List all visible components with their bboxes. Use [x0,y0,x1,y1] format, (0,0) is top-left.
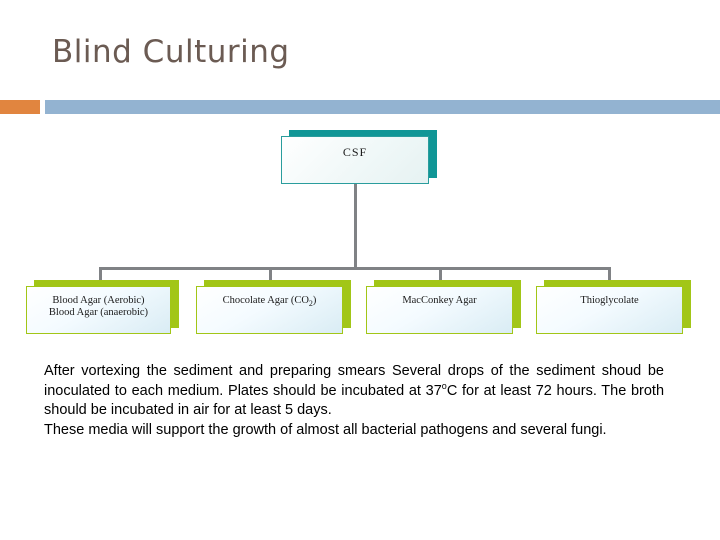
chart-node-thioglycolate[interactable]: Thioglycolate [536,280,691,334]
chart-node-macconkey-agar[interactable]: MacConkey Agar [366,280,521,334]
chart-node-label-line2: Blood Agar (anaerobic) [48,307,149,319]
degree-superscript: o [441,381,447,392]
body-paragraph-1: After vortexing the sediment and prepari… [44,362,664,421]
body-text-block: After vortexing the sediment and prepari… [44,362,664,440]
subscript-2: 2 [308,299,313,309]
node-face: CSF [281,136,429,184]
chart-node-label-line1: Blood Agar (Aerobic) [52,295,145,306]
org-chart: CSF Blood Agar (Aerobic) Blood Agar (ana… [0,118,720,353]
node-face: Chocolate Agar (CO2) [196,286,343,334]
node-face: Thioglycolate [536,286,683,334]
connector-stub-4 [608,267,611,287]
connector-stub-1 [99,267,102,287]
chart-node-blood-agar[interactable]: Blood Agar (Aerobic) Blood Agar (anaerob… [26,280,179,334]
chart-node-root-label: CSF [342,145,368,159]
connector-stub-3 [439,267,442,287]
body-paragraph-2: These media will support the growth of a… [44,421,607,438]
body-paragraph-1-part1: After vortexing the sediment and prepari… [44,363,664,400]
chart-node-label-group: Chocolate Agar (CO2) [223,295,317,308]
chart-node-label-line1: Chocolate Agar (CO2) [223,295,317,308]
connector-root-vertical [354,184,357,270]
title-rule-accent [0,100,40,114]
chart-node-label-line1: MacConkey Agar [402,295,477,306]
chart-node-label-text: Chocolate Agar (CO [222,295,309,306]
page-title: Blind Culturing [52,34,290,70]
chart-node-chocolate-agar[interactable]: Chocolate Agar (CO2) [196,280,351,334]
chart-node-root[interactable]: CSF [281,130,437,184]
chart-node-label-line1: Thioglycolate [580,295,639,306]
connector-horizontal-bus [99,267,611,270]
title-rule-bar [45,100,720,114]
chart-node-label-group: Thioglycolate [580,295,638,307]
chart-node-label-group: Blood Agar (Aerobic) Blood Agar (anaerob… [49,295,148,319]
chart-node-label-text-close: ) [312,295,317,306]
node-face: Blood Agar (Aerobic) Blood Agar (anaerob… [26,286,171,334]
chart-node-label-group: MacConkey Agar [402,295,476,307]
connector-stub-2 [269,267,272,287]
body-paragraph-1-part2: C for at least 72 hours. The broth shoul… [44,383,665,419]
node-face: MacConkey Agar [366,286,513,334]
